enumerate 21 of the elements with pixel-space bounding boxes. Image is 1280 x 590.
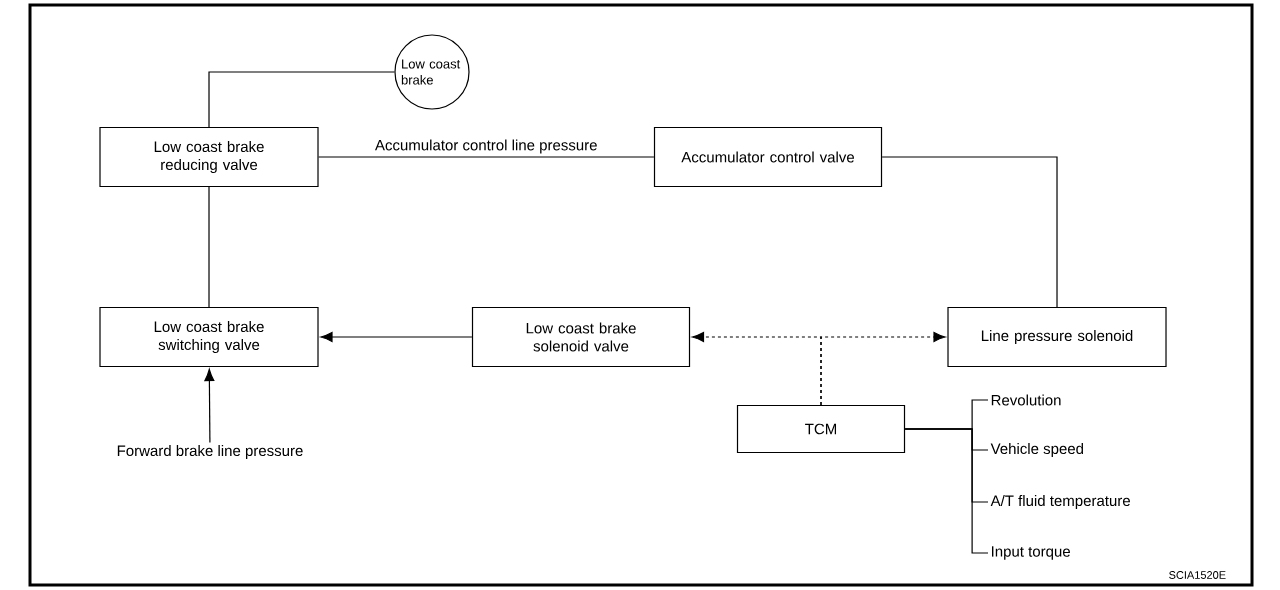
figure-code: SCIA1520E <box>1169 571 1226 579</box>
connector <box>904 428 989 554</box>
input-label: A/T fluid temperature <box>990 495 1130 509</box>
process-box: Low coast brake solenoid valve <box>471 306 691 368</box>
process-box: Low coast brake reducing valve <box>99 126 319 188</box>
connector <box>318 156 655 158</box>
edge-label: Accumulator control line pressure <box>373 138 599 155</box>
process-box: TCM <box>736 404 906 454</box>
input-label: Forward brake line pressure <box>117 445 303 459</box>
process-box: Accumulator control valve <box>653 126 883 188</box>
input-label: Vehicle speed <box>990 443 1083 457</box>
connector <box>820 331 946 406</box>
connector <box>881 156 1058 308</box>
process-box: Line pressure solenoid <box>947 306 1167 368</box>
input-label: Input torque <box>992 546 1070 560</box>
process-box: Low coast brake switching valve <box>99 306 319 368</box>
connector <box>320 331 473 343</box>
connector <box>204 368 215 444</box>
connector <box>208 71 395 128</box>
connector <box>208 186 210 308</box>
input-label: Revolution <box>991 394 1061 406</box>
